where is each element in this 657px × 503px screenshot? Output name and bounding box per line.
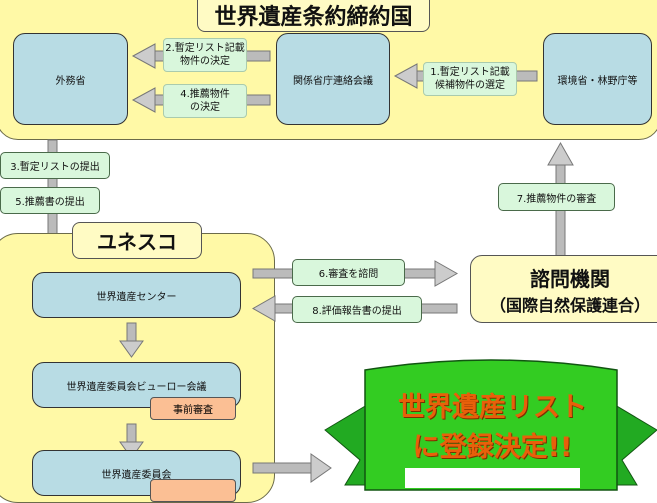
liaison-box: 関係省庁連絡会議 xyxy=(276,33,390,125)
unesco-title: ユネスコ xyxy=(72,222,202,259)
step-2-label: 2.暫定リスト記載 物件の決定 xyxy=(163,38,247,72)
step-4-label: 4.推薦物件 の決定 xyxy=(163,84,247,118)
env-box: 環境省・林野庁等 xyxy=(543,33,652,125)
step-5-label: 5.推薦書の提出 xyxy=(0,187,100,214)
mofa-box: 外務省 xyxy=(13,33,128,125)
committee-tag xyxy=(150,479,236,502)
ribbon-line-1: 世界遺産リスト xyxy=(398,392,587,423)
step-1-label: 1.暫定リスト記載 候補物件の選定 xyxy=(423,62,517,96)
advisory-title: 諮問機関 xyxy=(530,266,610,291)
step-8-label: 8.評価報告書の提出 xyxy=(292,296,422,323)
arrow-right-icon xyxy=(252,453,332,483)
step-3-label: 3.暫定リストの提出 xyxy=(0,152,110,179)
step-7-label: 7.推薦物件の審査 xyxy=(498,183,615,211)
ribbon-line-2: に登録決定!! xyxy=(412,432,573,463)
pre-review-tag: 事前審査 xyxy=(150,397,236,420)
member-state-title: 世界遺産条約締約国 xyxy=(197,0,430,32)
whc-center-box: 世界遺産センター xyxy=(32,272,241,318)
advisory-body-box: 諮問機関 （国際自然保護連合） xyxy=(470,255,657,323)
ribbon-banner xyxy=(324,359,657,491)
arrow-down-icon xyxy=(119,322,144,358)
advisory-subtitle: （国際自然保護連合） xyxy=(489,295,650,315)
step-6-label: 6.審査を諮問 xyxy=(292,259,405,286)
